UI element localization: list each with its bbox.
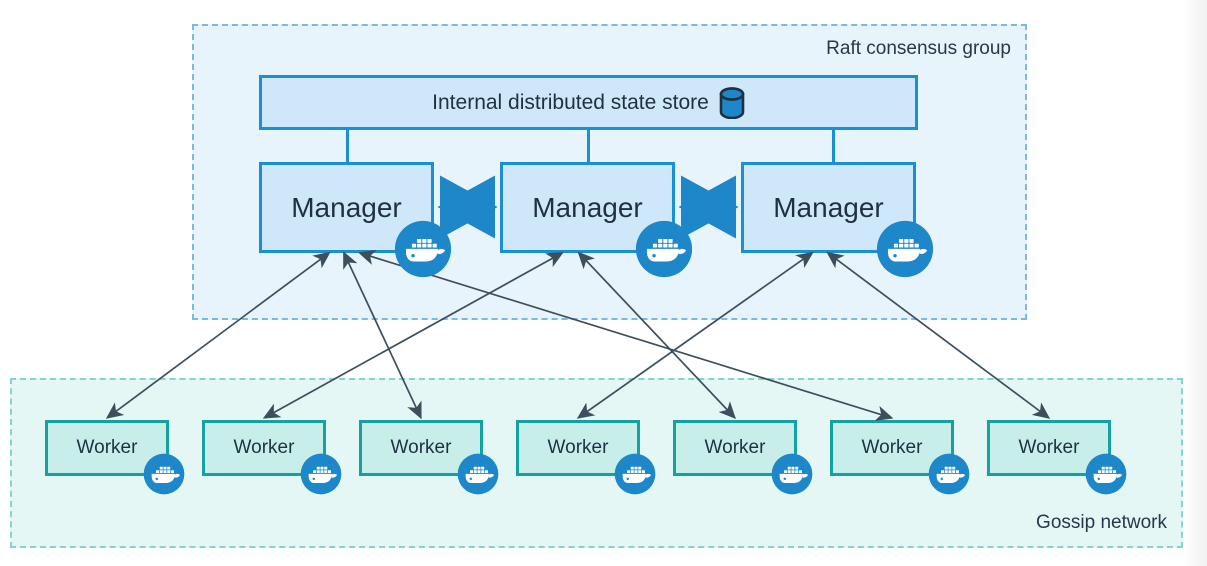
manager-node-1[interactable]: Manager <box>259 162 434 253</box>
worker-node-2[interactable]: Worker <box>202 420 326 476</box>
manager-label: Manager <box>291 191 402 223</box>
manager-node-2[interactable]: Manager <box>500 162 675 253</box>
worker-label: Worker <box>76 437 138 458</box>
worker-label: Worker <box>861 437 923 458</box>
worker-node-4[interactable]: Worker <box>516 420 640 476</box>
worker-node-5[interactable]: Worker <box>673 420 797 476</box>
internal-distributed-state-store[interactable]: Internal distributed state store <box>259 75 918 130</box>
gossip-group-label: Gossip network <box>1036 512 1167 533</box>
worker-label: Worker <box>547 437 609 458</box>
manager-label: Manager <box>773 191 884 223</box>
worker-node-1[interactable]: Worker <box>45 420 169 476</box>
manager-node-3[interactable]: Manager <box>741 162 916 253</box>
connector-store-to-manager-1 <box>346 128 349 164</box>
worker-label: Worker <box>390 437 452 458</box>
worker-node-3[interactable]: Worker <box>359 420 483 476</box>
state-store-label: Internal distributed state store <box>432 90 709 114</box>
worker-node-6[interactable]: Worker <box>830 420 954 476</box>
connector-store-to-manager-3 <box>832 128 835 164</box>
page-edge <box>1185 0 1207 566</box>
worker-label: Worker <box>1018 437 1080 458</box>
manager-label: Manager <box>532 191 643 223</box>
worker-label: Worker <box>704 437 766 458</box>
database-cylinder-icon <box>719 86 745 119</box>
worker-label: Worker <box>233 437 295 458</box>
raft-group-label: Raft consensus group <box>826 38 1011 59</box>
connector-store-to-manager-2 <box>587 128 590 164</box>
worker-node-7[interactable]: Worker <box>987 420 1111 476</box>
